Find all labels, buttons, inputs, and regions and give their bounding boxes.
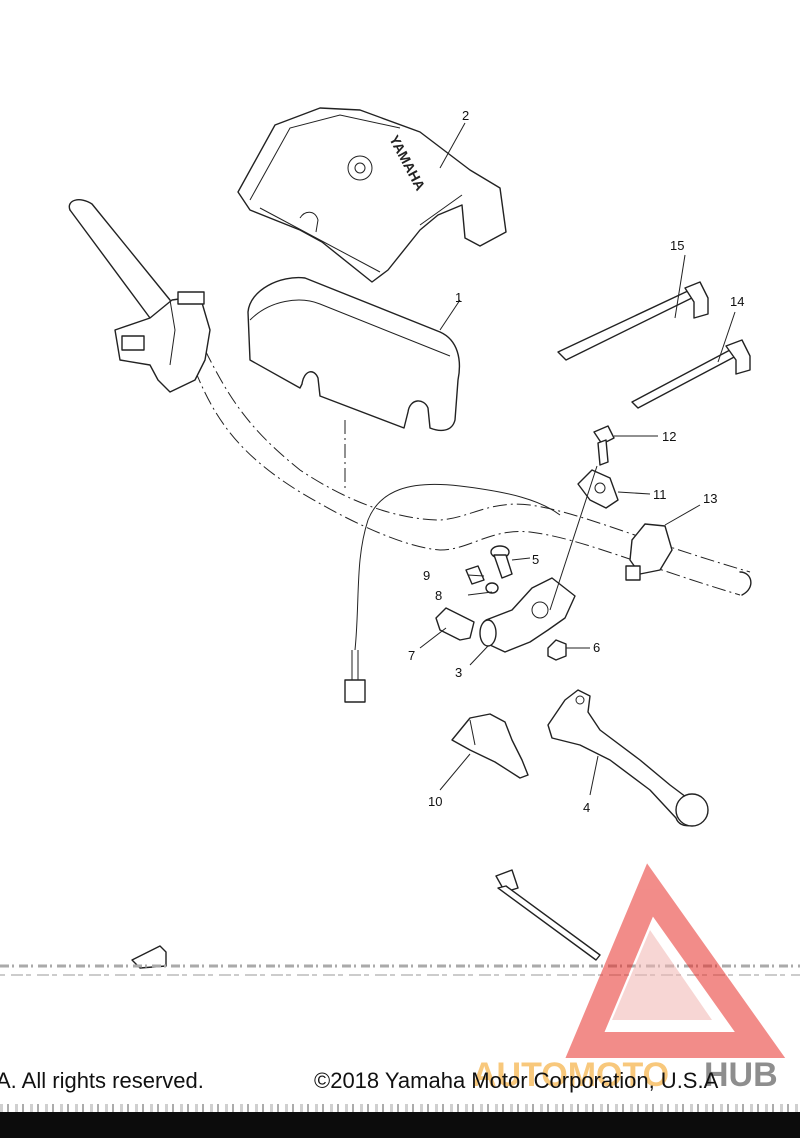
callout-11: 11 bbox=[653, 487, 667, 502]
cable-tie-15 bbox=[557, 281, 709, 361]
lever-4 bbox=[547, 689, 709, 827]
cable-tie-bottom bbox=[495, 869, 601, 961]
callout-3: 3 bbox=[455, 665, 462, 680]
callout-13: 13 bbox=[703, 491, 717, 506]
watermark-text-hub: HUB bbox=[704, 1056, 778, 1094]
callout-9: 9 bbox=[423, 568, 430, 583]
callout-2: 2 bbox=[462, 108, 469, 123]
washer-8 bbox=[485, 582, 499, 594]
bolt-5 bbox=[490, 545, 513, 579]
callout-4: 4 bbox=[583, 800, 590, 815]
callout-5: 5 bbox=[532, 552, 539, 567]
left-switch-housing bbox=[114, 291, 211, 393]
callout-labels: 1 2 3 4 5 6 7 8 9 10 11 12 13 14 15 bbox=[408, 108, 744, 815]
nut-6 bbox=[547, 639, 567, 661]
handlebar-cover: YAMAHA bbox=[237, 107, 507, 283]
adjuster-7 bbox=[435, 607, 475, 641]
clutch-switch-cable bbox=[344, 483, 561, 703]
handlebar bbox=[68, 199, 752, 596]
callout-1: 1 bbox=[455, 290, 462, 305]
footer-copyright-text: ©2018 Yamaha Motor Corporation, U.S.A bbox=[314, 1068, 719, 1093]
callout-12: 12 bbox=[662, 429, 676, 444]
handlebar-pad bbox=[247, 276, 461, 490]
callout-6: 6 bbox=[593, 640, 600, 655]
clamp-13 bbox=[625, 523, 673, 581]
footer-rights-text: A. All rights reserved. bbox=[0, 1068, 204, 1093]
lever-cover-10 bbox=[451, 713, 529, 779]
callout-7: 7 bbox=[408, 648, 415, 663]
callout-14: 14 bbox=[730, 294, 744, 309]
watermark-logo: AUTOMOTO HUB bbox=[472, 863, 786, 1094]
scan-noise-strip bbox=[0, 1104, 800, 1112]
watermark-text-automoto: AUTOMOTO bbox=[472, 1056, 669, 1094]
bottom-black-bar bbox=[0, 1112, 800, 1138]
leader-lines bbox=[419, 122, 736, 796]
callout-8: 8 bbox=[435, 588, 442, 603]
cable-tie-14 bbox=[631, 339, 751, 409]
bolt-12 bbox=[593, 425, 615, 466]
lever-holder-3 bbox=[479, 577, 576, 653]
callout-15: 15 bbox=[670, 238, 684, 253]
callout-10: 10 bbox=[428, 794, 442, 809]
holder-11 bbox=[577, 469, 619, 509]
